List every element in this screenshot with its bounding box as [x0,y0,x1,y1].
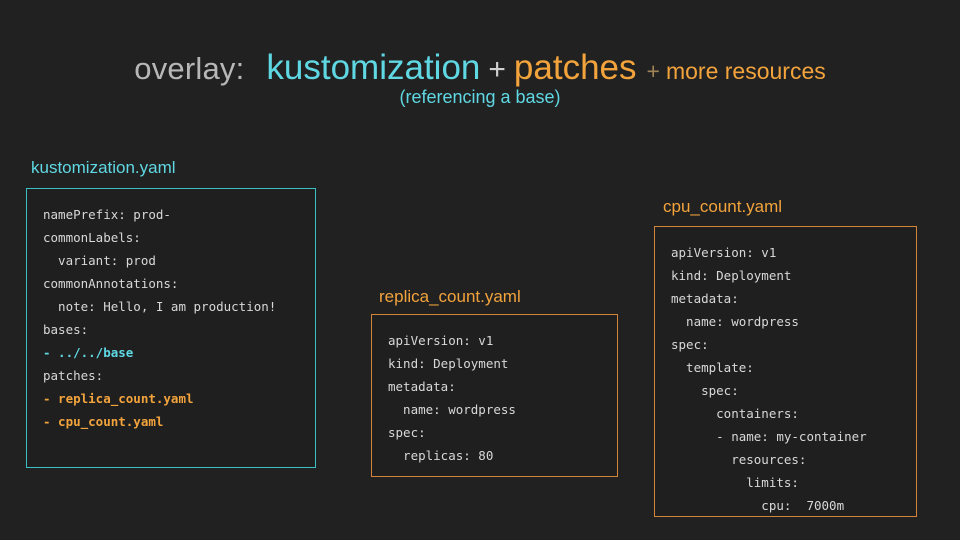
code-line: variant: prod [43,253,156,268]
slide-subtitle: (referencing a base) [399,87,561,107]
code-block-cpu-count-yaml: apiVersion: v1 kind: Deployment metadata… [654,226,917,517]
code-line: template: [671,360,754,375]
code-line-patch-replica-count: - replica_count.yaml [43,391,194,406]
code-line: note: Hello, I am production! [43,299,277,314]
title-term-patches: patches [513,48,637,87]
code-line: resources: [671,452,807,467]
code-line: commonLabels: [43,230,141,245]
title-term-kustomization: kustomization [266,48,481,87]
code-line: replicas: 80 [388,448,494,463]
file-label-kustomization-yaml: kustomization.yaml [31,158,176,177]
code-line: namePrefix: prod- [43,207,171,222]
code-line: spec: [671,337,709,352]
title-plus-1: + [488,53,506,86]
code-block-replica-count-yaml: apiVersion: v1 kind: Deployment metadata… [371,314,618,477]
title-overlay-label: overlay: [134,51,245,86]
code-line: limits: [671,475,799,490]
code-line: name: wordpress [388,402,516,417]
code-line: kind: Deployment [671,268,792,283]
title-term-more-resources: more resources [665,58,826,84]
file-label-cpu-count-yaml: cpu_count.yaml [663,197,783,216]
code-line: metadata: [388,379,456,394]
code-line: metadata: [671,291,739,306]
code-line: bases: [43,322,89,337]
code-line: kind: Deployment [388,356,509,371]
code-line: - name: my-container [671,429,867,444]
code-line: name: wordpress [671,314,799,329]
code-line-base-reference: - ../../base [43,345,134,360]
title-plus-2: + [646,58,660,84]
code-block-kustomization-yaml: namePrefix: prod- commonLabels: variant:… [26,188,316,468]
file-label-replica-count-yaml: replica_count.yaml [379,287,521,306]
code-line-patch-cpu-count: - cpu_count.yaml [43,414,164,429]
code-line: spec: [671,383,739,398]
code-line: spec: [388,425,426,440]
code-line: patches: [43,368,104,383]
code-line: apiVersion: v1 [388,333,494,348]
code-line: cpu: 7000m [671,498,845,513]
code-line: apiVersion: v1 [671,245,777,260]
code-line: commonAnnotations: [43,276,179,291]
slide-title: overlay:kustomization+patches+more resou… [0,50,960,85]
code-line: containers: [671,406,799,421]
